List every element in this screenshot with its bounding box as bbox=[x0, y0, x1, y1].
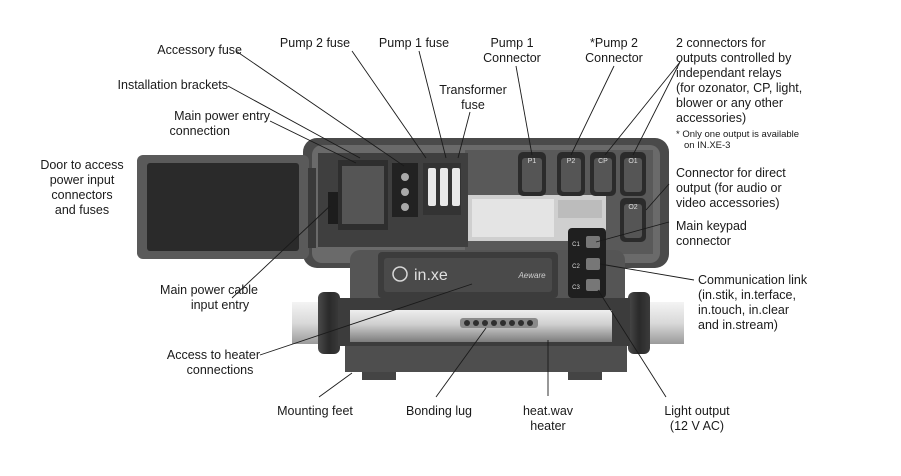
label-comm-link-l2: (in.stik, in.terface, bbox=[698, 288, 796, 302]
label-comm-link-l3: in.touch, in.clear bbox=[698, 303, 790, 317]
leader-lines bbox=[227, 50, 695, 398]
label-relay-outputs-l3: independant relays bbox=[676, 66, 782, 80]
fuse-pump2 bbox=[440, 168, 448, 206]
label-transformer-fuse-l1: Transformer bbox=[439, 83, 507, 97]
bonding-bead bbox=[491, 320, 497, 326]
badge-text: Aeware bbox=[517, 271, 546, 280]
door bbox=[137, 155, 316, 259]
label-comm-link-l1: Communication link bbox=[698, 273, 808, 287]
label-door-l4: and fuses bbox=[54, 203, 110, 217]
label-door-l2: power input bbox=[49, 173, 115, 187]
port-c1-text: C1 bbox=[572, 242, 580, 248]
label-pump2-fuse: Pump 2 fuse bbox=[279, 36, 351, 50]
label-main-keypad-l1: Main keypad bbox=[676, 219, 747, 233]
label-main-power-entry-l1: Main power entry bbox=[174, 109, 270, 123]
bonding-bead bbox=[500, 320, 506, 326]
bonding-bead bbox=[518, 320, 524, 326]
label-heater-conn-l1: Access to heater bbox=[166, 348, 260, 362]
label-heater-conn-l2: connections bbox=[186, 363, 254, 377]
label-relay-outputs-l1: 2 connectors for bbox=[676, 36, 766, 50]
fuse-accessory bbox=[428, 168, 436, 206]
label-direct-output-l1: Connector for direct bbox=[676, 166, 786, 180]
bonding-bead bbox=[509, 320, 515, 326]
pipe-right bbox=[628, 292, 684, 354]
connector-p1: P1 bbox=[518, 152, 546, 196]
brand-text: in.xe bbox=[414, 267, 448, 284]
label-direct-output-l2: output (for audio or bbox=[676, 181, 782, 195]
label-mounting-feet: Mounting feet bbox=[277, 404, 353, 418]
label-pump2-connector-l2: Connector bbox=[585, 51, 643, 65]
label-pump1-connector-l1: Pump 1 bbox=[490, 36, 534, 50]
label-pump2-connector-l1: *Pump 2 bbox=[590, 36, 638, 50]
label-door-l3: connectors bbox=[51, 188, 113, 202]
label-main-power-entry-l2: connection bbox=[169, 124, 230, 138]
bonding-lug bbox=[460, 318, 538, 328]
label-door-l1: Door to access bbox=[40, 158, 124, 172]
connector-cp: CP bbox=[590, 152, 616, 196]
bonding-bead bbox=[473, 320, 479, 326]
label-pump1-fuse: Pump 1 fuse bbox=[378, 36, 450, 50]
label-main-cable-l1: Main power cable bbox=[160, 283, 258, 297]
label-relay-outputs-l4: (for ozonator, CP, light, bbox=[676, 81, 803, 95]
port-o1-text: O1 bbox=[628, 158, 637, 165]
bonding-lug-beads bbox=[464, 320, 533, 326]
label-relay-note-l1: * Only one output is available bbox=[676, 129, 800, 140]
label-relay-outputs-l5: blower or any other bbox=[676, 96, 784, 110]
label-transformer-fuse-l2: fuse bbox=[461, 98, 485, 112]
label-bonding-lug: Bonding lug bbox=[405, 404, 473, 418]
label-pump1-connector-l2: Connector bbox=[483, 51, 541, 65]
label-relay-note-l2: on IN.XE-3 bbox=[684, 140, 731, 151]
heater-tube bbox=[338, 298, 630, 380]
bonding-bead bbox=[464, 320, 470, 326]
label-main-keypad-l2: connector bbox=[676, 234, 731, 248]
label-light-output-l1: Light output bbox=[664, 404, 730, 418]
bonding-bead bbox=[482, 320, 488, 326]
port-cp-text: CP bbox=[598, 158, 608, 165]
brand-panel: in.xe Aeware bbox=[378, 252, 558, 298]
port-c3-text: C3 bbox=[572, 285, 580, 291]
port-c2-text: C2 bbox=[572, 264, 580, 270]
label-relay-outputs-l6: accessories) bbox=[676, 111, 747, 125]
label-installation-brackets: Installation brackets bbox=[117, 78, 228, 92]
pipe-left bbox=[292, 292, 340, 354]
connector-o2: O2 bbox=[620, 198, 646, 242]
connector-p2: P2 bbox=[557, 152, 585, 196]
connector-o1: O1 bbox=[620, 152, 646, 196]
label-main-cable-l2: input entry bbox=[190, 298, 250, 312]
bonding-bead bbox=[527, 320, 533, 326]
label-accessory-fuse: Accessory fuse bbox=[157, 43, 242, 57]
label-heatwav-l1: heat.wav bbox=[522, 404, 574, 418]
label-direct-output-l3: video accessories) bbox=[676, 196, 780, 210]
label-relay-outputs-l2: outputs controlled by bbox=[676, 51, 792, 65]
comm-panel: C1 C2 C3 bbox=[568, 228, 606, 298]
port-p2-text: P2 bbox=[567, 158, 576, 165]
fuse-pump1 bbox=[452, 168, 460, 206]
port-o2-text: O2 bbox=[628, 204, 637, 211]
label-comm-link-l4: and in.stream) bbox=[698, 318, 778, 332]
port-p1-text: P1 bbox=[528, 158, 537, 165]
label-heatwav-l2: heater bbox=[530, 419, 566, 433]
label-light-output-l2: (12 V AC) bbox=[669, 419, 725, 433]
